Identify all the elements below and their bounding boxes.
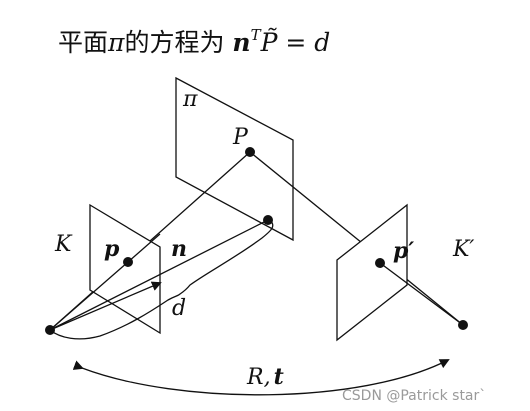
point-P-dot: [245, 147, 255, 157]
foot-point-dot: [263, 215, 273, 225]
distance-brace: [49, 219, 274, 340]
label-motion: R,t: [246, 364, 284, 390]
point-p-dot: [123, 257, 133, 267]
ray-left-segment: [49, 261, 129, 331]
normal-arrow: [49, 281, 162, 331]
distance-line: [49, 219, 269, 331]
ray-left-exit: [127, 233, 161, 263]
label-point-p-prime: p′: [393, 238, 414, 264]
label-camera-K: K: [54, 232, 73, 257]
camera-left-center: [45, 325, 55, 335]
image-plane-left: [89, 203, 161, 335]
plane-pi: [175, 76, 294, 242]
equation-title: 平面π的方程为 nTP̃ = d: [58, 26, 330, 57]
point-p-prime-dot: [375, 258, 385, 268]
label-point-P: P: [232, 125, 249, 150]
label-distance-d: d: [172, 296, 186, 321]
motion-arc: [72, 359, 450, 396]
label-plane-pi: π: [182, 87, 198, 112]
ray-right-segment: [379, 262, 464, 326]
watermark: CSDN @Patrick star`: [342, 388, 486, 404]
label-point-p: p: [104, 236, 120, 262]
label-normal-n: n: [171, 236, 187, 262]
ray-P-to-right: [249, 151, 464, 326]
label-camera-K-prime: K′: [452, 237, 474, 262]
camera-right-center: [458, 320, 468, 330]
image-plane-right: [336, 203, 408, 342]
